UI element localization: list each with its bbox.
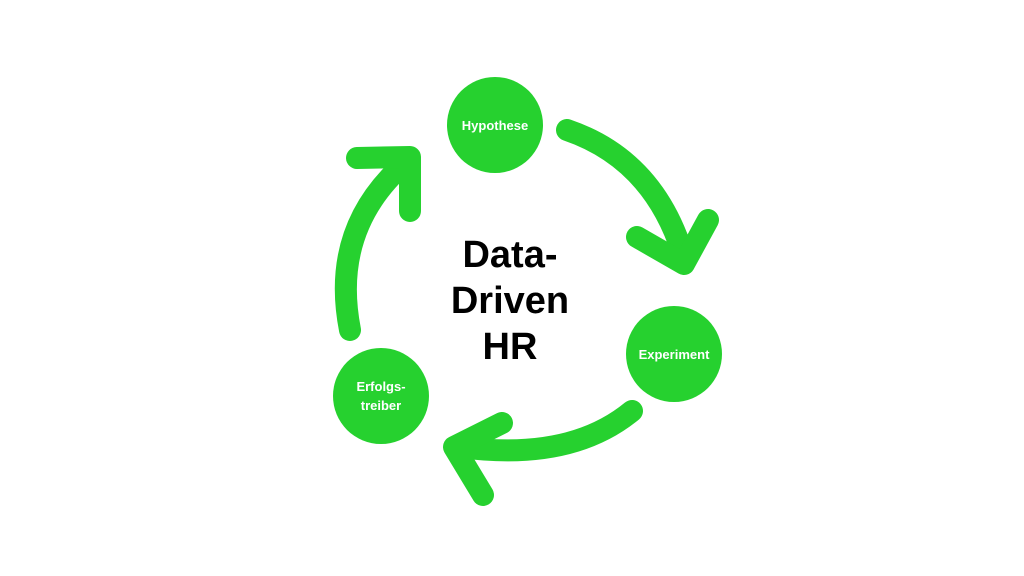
- arrow-hypothese-to-experiment: [556, 119, 719, 275]
- node-label: Hypothese: [461, 117, 529, 133]
- node-label-line-1: Erfolgs-: [356, 379, 406, 394]
- title-line-3: HR: [482, 326, 538, 368]
- node-label: Experiment: [638, 346, 710, 362]
- diagram-title: Data- Driven HR: [420, 232, 600, 370]
- arrow-erfolgstreiber-to-hypothese: [334, 146, 421, 341]
- node-erfolgstreiber: Erfolgs- treiber: [333, 348, 429, 444]
- title-line-1: Data-: [462, 234, 558, 276]
- node-label-line-2: treiber: [360, 398, 402, 413]
- title-line-2: Driven: [450, 280, 570, 322]
- node-experiment: Experiment: [626, 306, 722, 402]
- node-hypothese: Hypothese: [447, 77, 543, 173]
- arrow-experiment-to-erfolgstreiber: [443, 400, 643, 506]
